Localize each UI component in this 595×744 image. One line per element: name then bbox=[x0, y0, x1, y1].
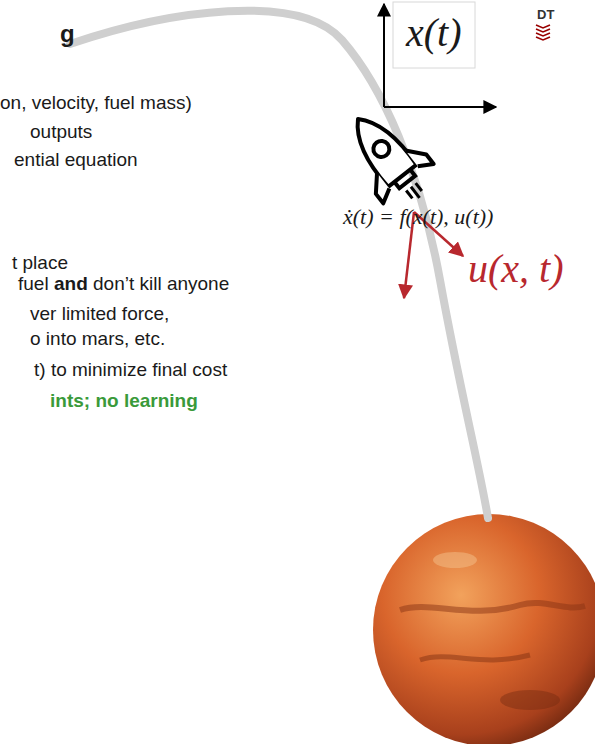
control-label: u(x, t) bbox=[468, 246, 564, 292]
equation: ẋ(t) = f(x(t), u(t)) bbox=[343, 204, 493, 229]
mars-planet bbox=[373, 514, 595, 744]
bullet-text: fuel bbox=[18, 273, 49, 295]
bullet-text-highlight: ints; no learning bbox=[50, 390, 198, 412]
bullet-text: t) to minimize final cost bbox=[34, 359, 227, 381]
logo-text: DT bbox=[537, 8, 554, 23]
bullet-text: ential equation bbox=[14, 149, 138, 171]
state-label: x(t) bbox=[406, 10, 462, 56]
axes bbox=[384, 2, 496, 107]
bullet-text: o into mars, etc. bbox=[30, 328, 165, 350]
bullet-text: on, velocity, fuel mass) bbox=[0, 92, 192, 114]
bullet-text: t place bbox=[12, 252, 68, 274]
trajectory bbox=[70, 11, 488, 518]
logo-marks bbox=[536, 25, 550, 40]
bullet-text: outputs bbox=[30, 121, 92, 143]
bullet-text: ver limited force, bbox=[30, 303, 169, 325]
slide-title: g bbox=[60, 20, 75, 48]
bullet-text-bold: and bbox=[54, 273, 88, 295]
bullet-text: don’t kill anyone bbox=[93, 273, 229, 295]
rocket-icon bbox=[333, 99, 445, 217]
